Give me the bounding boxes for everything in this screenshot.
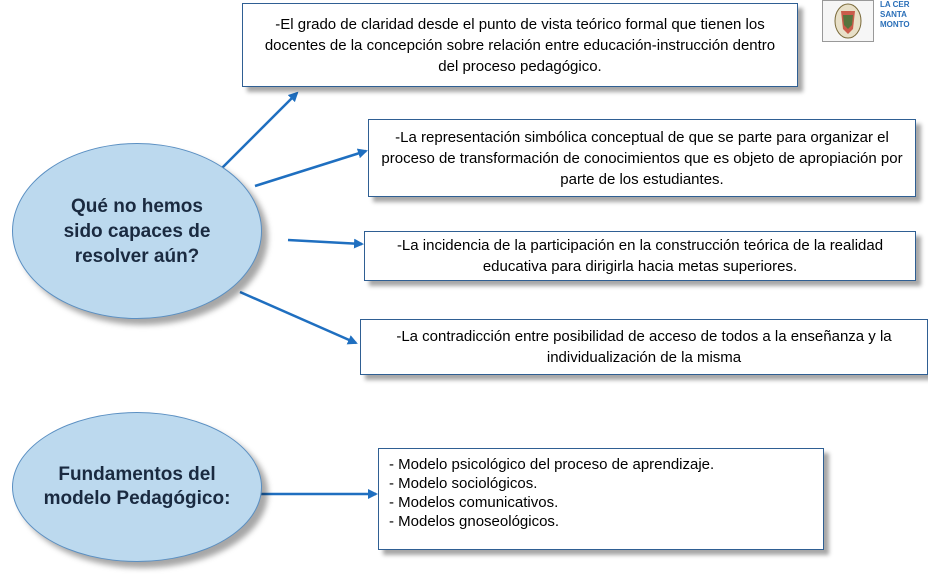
question-item-text: -El grado de claridad desde el punto de … — [264, 15, 776, 75]
fundamentos-list: - Modelo psicológico del proceso de apre… — [389, 455, 714, 531]
list-item: - Modelo psicológico del proceso de apre… — [389, 456, 715, 473]
logo-text-line: MONTO — [880, 20, 910, 29]
question-item-text: -La incidencia de la participación en la… — [396, 237, 884, 275]
fundamentos-list-box: - Modelo psicológico del proceso de apre… — [378, 448, 824, 550]
question-item-box: -El grado de claridad desde el punto de … — [242, 3, 798, 87]
institution-logo-text: LA CER SANTA MONTO — [880, 0, 928, 30]
question-item-text: -La contradicción entre posibilidad de a… — [396, 328, 892, 366]
arrow-to-item-2 — [254, 148, 368, 188]
question-item-text: -La representación simbólica conceptual … — [381, 128, 903, 188]
institution-seal-logo — [822, 0, 874, 42]
fundamentos-text: Fundamentos del modelo Pedagógico: — [43, 464, 231, 509]
logo-text-line: LA CER — [880, 0, 910, 9]
arrow-to-item-1 — [214, 91, 299, 176]
question-item-box: -La contradicción entre posibilidad de a… — [360, 319, 928, 375]
logo-text-line: SANTA — [880, 10, 907, 19]
fundamentos-ellipse: Fundamentos del modelo Pedagógico: — [12, 412, 262, 562]
question-ellipse: Qué no hemos sido capaces de resolver aú… — [12, 143, 262, 319]
question-item-box: -La representación simbólica conceptual … — [368, 119, 916, 197]
list-item: - Modelo sociológicos. — [389, 475, 538, 492]
arrow-to-item-3 — [287, 238, 364, 249]
arrow-to-item-4 — [239, 290, 358, 345]
question-text: Qué no hemos sido capaces de resolver aú… — [63, 195, 211, 267]
list-item: - Modelos comunicativos. — [389, 494, 559, 511]
question-item-box: -La incidencia de la participación en la… — [364, 231, 916, 281]
list-item: - Modelos gnoseológicos. — [389, 513, 560, 530]
